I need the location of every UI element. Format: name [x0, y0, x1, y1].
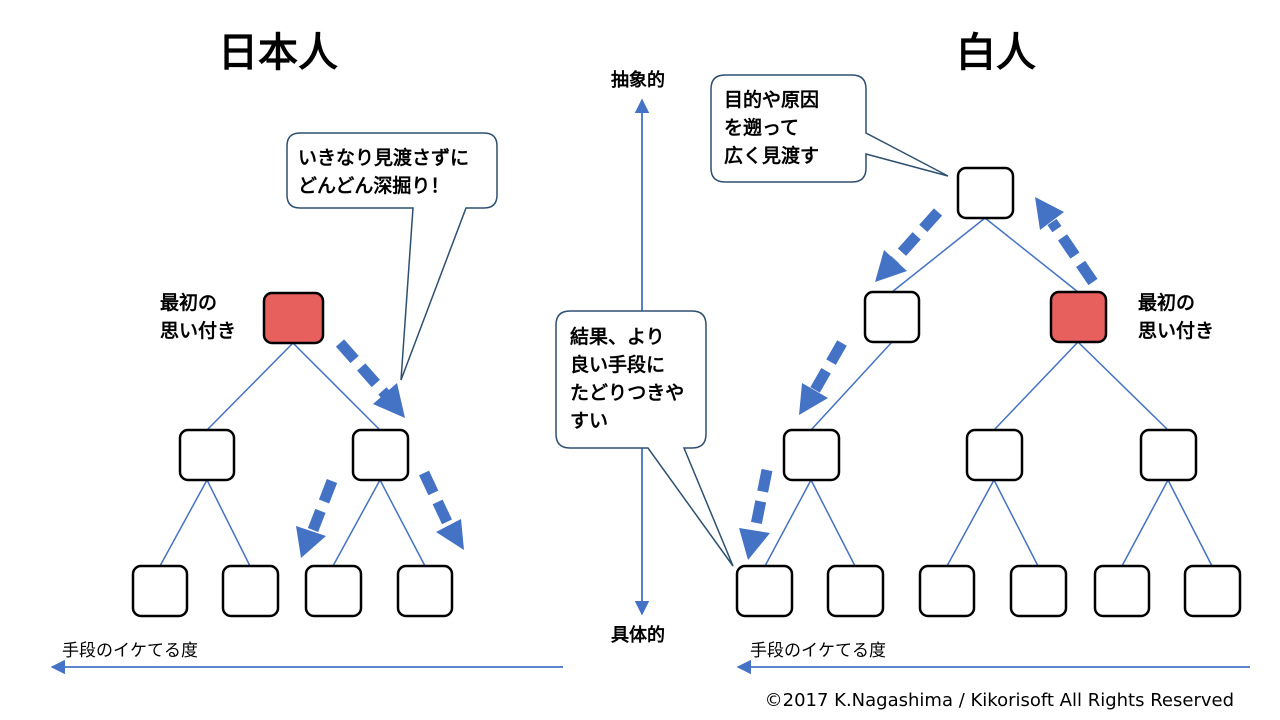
left-title: 日本人: [218, 30, 338, 76]
tree-edge: [206, 342, 294, 431]
middle-callout-line3: たどりつきや: [570, 382, 684, 404]
tree-edge: [292, 342, 381, 431]
right-bottom-label: 手段のイケてる度: [750, 641, 886, 661]
right-title: 白人: [956, 30, 1036, 76]
axis-top-label: 抽象的: [611, 69, 665, 91]
callout-bubble: [710, 74, 949, 183]
left-callout: いきなり見渡さずに どんどん深掘り！: [286, 132, 498, 381]
dashed-arrow-head: [296, 526, 326, 558]
left-first-idea-label-line1: 最初の: [160, 291, 217, 314]
right-callout-line2: を遡って: [724, 116, 799, 139]
tree-edge: [984, 217, 1079, 293]
dashed-arrow: [335, 339, 391, 399]
tree-node: [735, 564, 794, 618]
axis-bottom-label: 具体的: [611, 624, 665, 646]
tree-node: [304, 564, 363, 618]
middle-callout: 結果、より 良い手段に たどりつきや すい: [555, 310, 734, 567]
dashed-arrow: [749, 468, 773, 532]
tree-node: [1139, 428, 1198, 482]
tree-node: [178, 428, 236, 482]
first-idea-node: [1049, 290, 1108, 344]
tree-node: [918, 564, 976, 618]
middle-callout-line1: 結果、より: [570, 325, 665, 348]
tree-node: [131, 564, 189, 618]
tree-node: [965, 428, 1024, 482]
dashed-arrow: [1047, 218, 1098, 286]
tree-edge: [891, 217, 986, 293]
left-callout-line2: どんどん深掘り！: [298, 174, 449, 197]
dashed-arrow: [419, 470, 453, 527]
right-callout-line1: 目的や原因: [724, 88, 819, 111]
tree-edge: [810, 341, 893, 431]
dashed-arrow: [890, 208, 943, 264]
tree-node: [1093, 564, 1151, 618]
middle-callout-line4: すい: [570, 410, 608, 432]
tree-node: [826, 564, 885, 618]
dashed-arrow-head: [739, 528, 770, 560]
left-callout-line1: いきなり見渡さずに: [298, 146, 469, 169]
copyright-text: ©2017 K.Nagashima / Kikorisoft All Right…: [765, 690, 1234, 711]
dashed-arrow-head: [1035, 197, 1064, 230]
tree-edge: [206, 479, 251, 567]
tree-node: [863, 290, 921, 344]
tree-node: [396, 564, 454, 618]
tree-edge: [993, 341, 1079, 431]
right-callout-line3: 広く見渡す: [724, 144, 819, 167]
tree-node: [782, 428, 841, 482]
tree-edge: [946, 479, 995, 567]
dashed-arrow: [307, 479, 338, 532]
tree-edge: [1077, 341, 1169, 431]
tree-edge: [764, 479, 812, 567]
middle-callout-line2: 良い手段に: [570, 353, 665, 376]
tree-node: [1183, 564, 1242, 618]
right-callout: 目的や原因 を遡って 広く見渡す: [710, 74, 949, 183]
dashed-arrow-head: [875, 250, 907, 282]
dashed-arrow-head: [373, 383, 405, 418]
tree-node: [221, 564, 280, 618]
left-bottom-label: 手段のイケてる度: [62, 641, 198, 661]
right-first-idea-label-line1: 最初の: [1138, 291, 1195, 314]
right-first-idea-label-line2: 思い付き: [1138, 319, 1214, 342]
left-first-idea-label-line2: 思い付き: [160, 319, 236, 342]
tree-edge: [810, 479, 856, 567]
callout-bubble: [286, 132, 498, 381]
tree-node: [1009, 564, 1068, 618]
tree-edge: [993, 479, 1039, 567]
tree-edge: [1167, 479, 1213, 567]
dashed-arrow-head: [436, 519, 464, 550]
callout-bubble: [555, 310, 734, 567]
tree-edge: [332, 479, 381, 567]
tree-node: [351, 428, 410, 482]
tree-edge: [379, 479, 426, 567]
right-tree: 最初の 思い付き: [735, 166, 1242, 618]
tree-edge: [1121, 479, 1169, 567]
first-idea-node: [262, 291, 325, 345]
left-tree: 最初の 思い付き: [131, 291, 464, 618]
tree-node: [956, 166, 1015, 220]
dashed-arrow: [810, 340, 847, 393]
dashed-arrow-head: [799, 383, 828, 415]
tree-edge: [159, 479, 208, 567]
